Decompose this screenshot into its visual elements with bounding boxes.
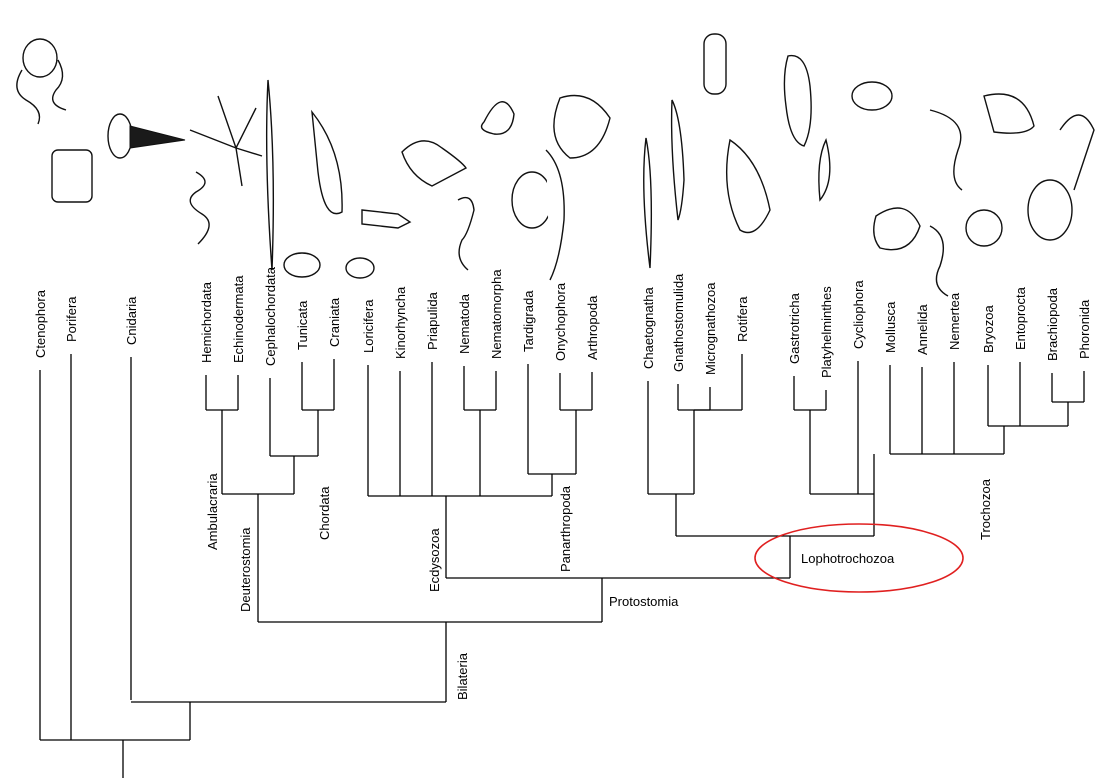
rotifer-icon: [727, 140, 770, 233]
brittle-star-icon: [190, 96, 262, 186]
taxon-label-micrognathozoa: Micrognathozoa: [703, 282, 718, 375]
taxon-label-priapulida: Priapulida: [425, 291, 440, 350]
taxon-label-loricifera: Loricifera: [361, 299, 376, 353]
taxon-label-cnidaria: Cnidaria: [124, 296, 139, 345]
mud-dragon-icon: [362, 210, 410, 228]
velvet-worm-icon: [546, 150, 564, 280]
taxon-label-ctenophora: Ctenophora: [33, 289, 48, 358]
horseshoe-worm-icon: [1060, 115, 1094, 190]
taxon-label-arthropoda: Arthropoda: [585, 295, 600, 360]
taxon-label-nematomorpha: Nematomorpha: [489, 269, 504, 359]
taxon-label-onychophora: Onychophora: [553, 282, 568, 361]
fish-icon: [312, 112, 342, 214]
taxon-label-gastrotricha: Gastrotricha: [787, 292, 802, 364]
taxon-label-entoprocta: Entoprocta: [1013, 286, 1028, 350]
symbion-icon: [852, 82, 892, 110]
taxon-label-echinodermata: Echinodermata: [231, 275, 246, 363]
clade-label-ecdysozoa: Ecdysozoa: [427, 528, 442, 592]
clade-label-chordata: Chordata: [317, 486, 332, 540]
taxon-label-kinorhyncha: Kinorhyncha: [393, 286, 408, 359]
gastrotrich-icon: [784, 56, 811, 146]
taxon-label-bryozoa: Bryozoa: [981, 305, 996, 353]
clade-label-ambulacraria: Ambulacraria: [205, 473, 220, 550]
arrow-worm-icon: [644, 138, 652, 268]
taxon-label-tardigrada: Tardigrada: [521, 290, 536, 352]
clade-label-protostomia: Protostomia: [609, 594, 679, 609]
flatworm-icon: [819, 140, 830, 200]
jaw-worm-icon: [672, 100, 684, 220]
animal-illustrations: [17, 34, 1094, 296]
acorn-worm-icon: [190, 172, 209, 244]
clade-label-trochozoa: Trochozoa: [978, 478, 993, 540]
clade-label-deuterostomia: Deuterostomia: [238, 527, 253, 612]
sea-squirt-icon: [284, 253, 320, 277]
clade-label-bilateria: Bilateria: [455, 652, 470, 700]
taxon-label-nemertea: Nemertea: [947, 292, 962, 350]
horsehair-worm-icon: [482, 102, 514, 134]
taxon-label-chaetognatha: Chaetognatha: [641, 287, 656, 369]
taxon-label-hemichordata: Hemichordata: [199, 281, 214, 363]
taxon-label-rotifera: Rotifera: [735, 296, 750, 342]
taxon-label-craniata: Craniata: [327, 297, 342, 347]
taxon-label-gnathostomulida: Gnathostomulida: [671, 273, 686, 372]
segmented-worm-icon: [930, 226, 948, 296]
sponge-icon: [52, 150, 92, 202]
ctenophore-icon: [23, 39, 57, 77]
jellyfish-icon: [108, 114, 132, 158]
limnognathia-icon: [704, 34, 726, 94]
mussel-icon: [874, 208, 920, 250]
taxon-label-platyhelminthes: Platyhelminthes: [819, 286, 834, 378]
loriciferan-icon: [346, 258, 374, 278]
taxon-label-annelida: Annelida: [915, 304, 930, 355]
clade-label-panarthropoda: Panarthropoda: [558, 485, 573, 572]
clade-label-lophotrochozoa: Lophotrochozoa: [801, 551, 895, 566]
taxon-label-mollusca: Mollusca: [883, 301, 898, 353]
ribbon-worm-icon: [930, 110, 962, 190]
roundworm-icon: [458, 198, 474, 270]
taxon-label-cycliophora: Cycliophora: [851, 280, 866, 349]
lancelet-icon: [267, 80, 274, 270]
horseshoe-crab-icon: [554, 96, 610, 159]
taxon-label-brachiopoda: Brachiopoda: [1045, 287, 1060, 361]
taxon-label-cephalochordata: Cephalochordata: [263, 266, 278, 366]
taxon-label-nematoda: Nematoda: [457, 293, 472, 354]
penis-worm-icon: [402, 141, 466, 186]
taxon-label-phoronida: Phoronida: [1077, 299, 1092, 359]
jellyfish-icon-tentacles: [130, 126, 185, 148]
lamp-shell-icon: [1028, 180, 1072, 240]
moss-animal-icon: [966, 210, 1002, 246]
taxon-labels: Ctenophora Porifera Cnidaria Hemichordata Ec…: [33, 266, 1092, 378]
taxon-label-porifera: Porifera: [64, 296, 79, 342]
taxon-label-tunicata: Tunicata: [295, 300, 310, 350]
tardigrade-icon: [512, 172, 552, 228]
goblet-worm-icon: [984, 94, 1034, 133]
